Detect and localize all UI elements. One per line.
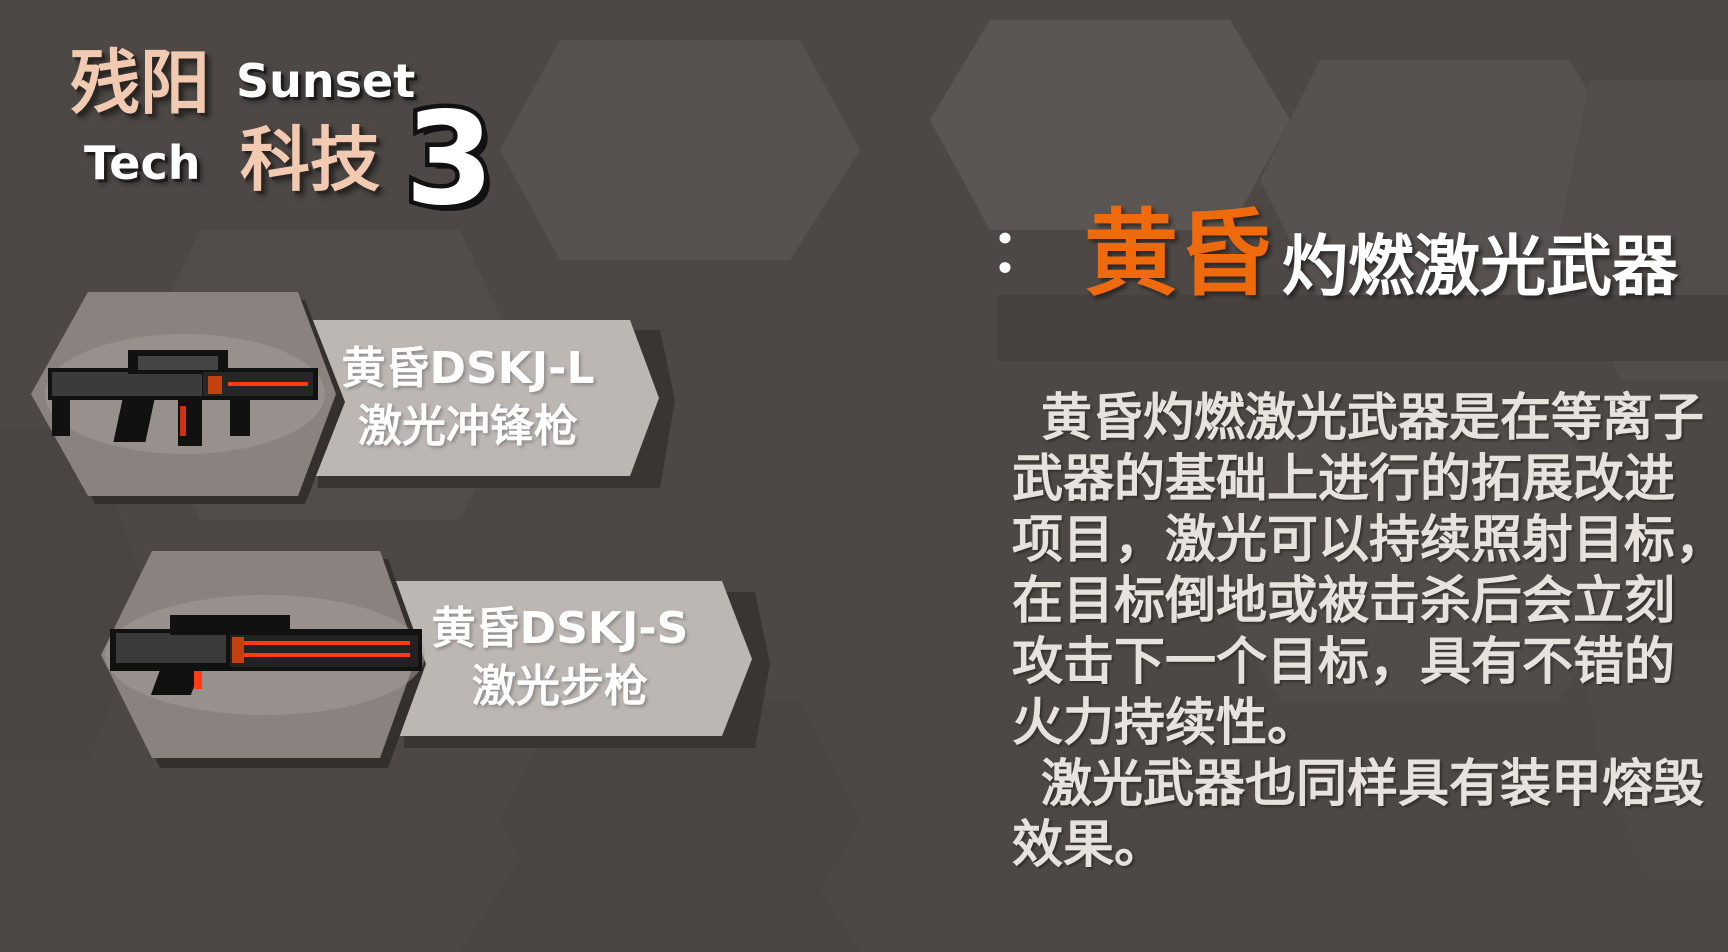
description: 黄昏灼燃激光武器是在等离子 武器的基础上进行的拓展改进 项目，激光可以持续照射目… — [1012, 388, 1728, 876]
heading-band — [997, 295, 1728, 361]
description-line: 武器的基础上进行的拓展改进 — [1012, 450, 1676, 509]
laser-rifle-icon — [110, 615, 422, 695]
heading-highlight: 黄昏 — [1084, 200, 1273, 309]
description-line: 激光武器也同样具有装甲熔毁 — [1041, 755, 1705, 814]
logo-cn-top: 残阳 — [70, 42, 210, 124]
weapon-type: 激光冲锋枪 — [358, 401, 578, 452]
weapon-name: 黄昏DSKJ-L — [341, 343, 595, 394]
description-line: 在目标倒地或被击杀后会立刻 — [1012, 572, 1676, 631]
weapon-type: 激光步枪 — [472, 661, 648, 712]
description-line: 攻击下一个目标，具有不错的 — [1012, 633, 1676, 692]
logo-cn-bottom: 科技 — [240, 119, 380, 201]
description-line: 黄昏灼燃激光武器是在等离子 — [1041, 389, 1705, 448]
description-line: 火力持续性。 — [1012, 694, 1319, 753]
logo-number: 3 — [400, 85, 498, 234]
description-line: 效果。 — [1012, 816, 1166, 875]
weapon-name: 黄昏DSKJ-S — [431, 603, 689, 654]
logo-en-top: Sunset — [236, 54, 416, 108]
heading-title: 灼燃激光武器 — [1282, 228, 1678, 305]
logo-en-bottom: Tech — [84, 136, 201, 190]
laser-smg-icon — [48, 350, 318, 446]
description-line: 项目，激光可以持续照射目标， — [1012, 511, 1727, 570]
heading-colon: ： — [990, 217, 1050, 287]
